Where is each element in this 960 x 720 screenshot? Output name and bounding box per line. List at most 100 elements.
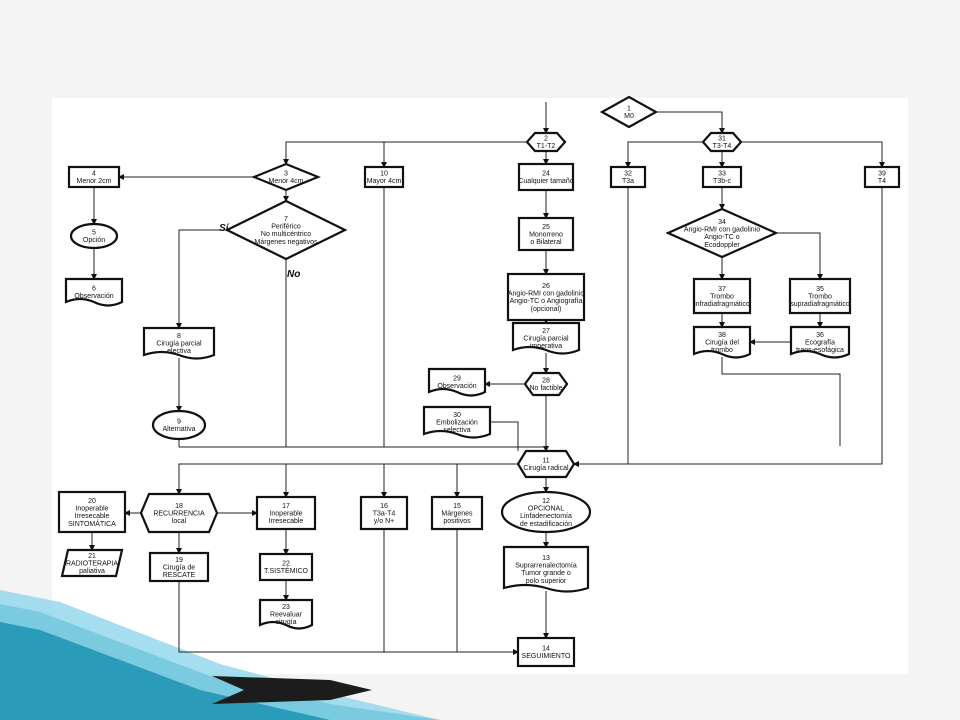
node-27-label: imperativa xyxy=(530,343,562,350)
node-21-number: 21 xyxy=(88,553,96,560)
node-26-label: Angio-RMI con gadolinio xyxy=(508,291,584,298)
node-2: 2T1-T2 xyxy=(525,131,567,153)
chevron-arrow-shape xyxy=(212,676,372,704)
node-14-label: SEGUIMIENTO xyxy=(522,653,571,660)
node-5-label: Opción xyxy=(83,237,105,244)
node-31-shape xyxy=(701,131,743,153)
node-36-shape xyxy=(789,325,851,359)
node-20-shape xyxy=(57,490,127,534)
node-15-number: 15 xyxy=(453,503,461,510)
node-3-number: 3 xyxy=(284,171,288,178)
node-17-number: 17 xyxy=(282,503,290,510)
connector-8 xyxy=(722,141,885,168)
node-23-label: cirugía xyxy=(275,619,296,626)
node-36-label: Ecografía xyxy=(805,339,835,346)
node-34-shape xyxy=(665,207,779,259)
node-4-shape xyxy=(67,165,121,189)
node-38-label: Cirugía del xyxy=(705,339,739,346)
node-16-shape xyxy=(359,495,409,531)
node-8-number: 8 xyxy=(177,333,181,340)
node-27-shape xyxy=(511,321,581,355)
node-30-shape xyxy=(422,405,492,439)
node-20-label: Inoperable xyxy=(75,506,108,513)
node-19-label: Cirugía de xyxy=(163,564,195,571)
node-12-shape xyxy=(500,490,592,534)
node-2-shape xyxy=(525,131,567,153)
node-15-shape xyxy=(430,495,484,531)
node-28-number: 28 xyxy=(542,378,550,385)
connector-25 xyxy=(573,187,629,467)
node-33-label: T3b-c xyxy=(713,178,731,185)
node-7-label: Periférico xyxy=(271,224,301,231)
node-9-number: 9 xyxy=(177,419,181,426)
node-22-label: T.SISTÉMICO xyxy=(264,566,309,575)
node-32-number: 32 xyxy=(624,171,632,178)
node-37-number: 37 xyxy=(718,286,726,293)
connector-48 xyxy=(178,581,519,655)
node-30-label: selectiva xyxy=(443,427,470,434)
connector-35 xyxy=(176,463,518,495)
node-21-label: paliativa xyxy=(79,568,105,575)
node-8-label: Cirugía parcial xyxy=(156,340,202,347)
node-20-label: SINTOMÁTICA xyxy=(68,519,116,528)
node-32-label: T3a xyxy=(622,178,634,185)
node-20-label: Irresecable xyxy=(75,513,110,520)
node-25-label: o Bilateral xyxy=(530,239,562,246)
node-34-label: Angio-TC o xyxy=(704,234,740,241)
node-16-label: T3a-T4 xyxy=(373,510,396,517)
node-17-label: Inoperable xyxy=(269,510,302,517)
node-35-number: 35 xyxy=(816,286,824,293)
node-6-label: Observación xyxy=(74,293,113,300)
node-13-number: 13 xyxy=(542,555,550,562)
node-3-label: Menor 4cm xyxy=(268,178,303,185)
node-30-number: 30 xyxy=(453,412,461,419)
node-32-shape xyxy=(609,165,647,189)
node-38-label: trombo xyxy=(711,347,733,354)
connector-6 xyxy=(381,141,546,168)
node-7-shape xyxy=(224,199,348,261)
node-13-label: Suprarrenalectomía xyxy=(515,563,577,570)
node-7-label: No multicéntrico xyxy=(261,231,311,238)
node-26-number: 26 xyxy=(542,283,550,290)
node-10-number: 10 xyxy=(380,171,388,178)
node-22: 22T.SISTÉMICO xyxy=(258,552,314,582)
connector-32 xyxy=(721,357,841,446)
node-3-shape xyxy=(251,162,321,192)
node-31-label: T3-T4 xyxy=(713,143,732,150)
node-16-label: y/o N+ xyxy=(374,518,394,525)
node-13-shape xyxy=(502,545,590,593)
node-34-label: Ecodoppler xyxy=(704,242,740,249)
node-23-shape xyxy=(258,598,314,630)
node-25-label: Monorreno xyxy=(529,231,563,238)
connector-13 xyxy=(176,229,227,329)
node-10-label: Mayor 4cm xyxy=(367,178,402,185)
node-9-label: Alternativa xyxy=(162,426,195,433)
node-24-shape xyxy=(517,162,575,192)
node-12-label: de estadificación xyxy=(520,521,572,528)
node-1-shape xyxy=(599,95,659,129)
edge-label-no: No xyxy=(287,269,300,280)
node-13-label: Tumor grande o xyxy=(521,570,571,577)
node-12-label: Linfadenectomía xyxy=(520,513,572,520)
node-28-label: No factible xyxy=(529,385,562,392)
node-27-label: Cirugía parcial xyxy=(523,335,569,342)
node-14-shape xyxy=(516,636,576,668)
node-20-number: 20 xyxy=(88,498,96,505)
